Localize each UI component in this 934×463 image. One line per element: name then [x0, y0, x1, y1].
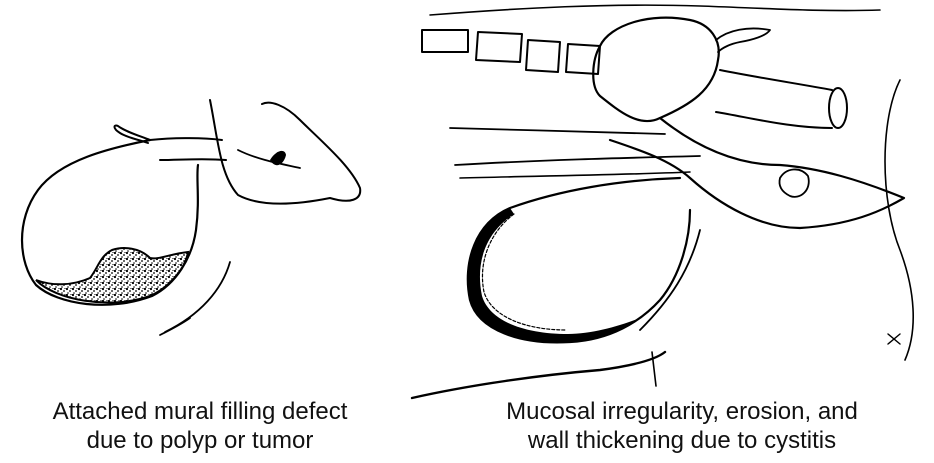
right-segmented-bowel	[422, 30, 600, 74]
right-figure-drawing	[412, 5, 913, 398]
left-bowel-loop	[210, 100, 360, 204]
right-bottom-line	[412, 352, 665, 398]
left-polyp-filling-defect	[36, 248, 188, 302]
right-edge-curve	[885, 80, 913, 360]
right-tube	[716, 70, 832, 128]
right-gallbladder-outline	[468, 178, 690, 342]
right-mucosal-irregularity	[482, 214, 566, 330]
caption-right: Mucosal irregularity, erosion, and wall …	[430, 397, 934, 455]
right-duct-bud	[716, 28, 770, 52]
right-erosion-mark	[779, 169, 808, 196]
caption-left: Attached mural filling defect due to pol…	[0, 397, 400, 455]
left-dark-spot	[270, 151, 286, 165]
right-tube-end	[829, 88, 847, 128]
right-edge-x	[888, 334, 900, 344]
caption-right-line2: wall thickening due to cystitis	[430, 426, 934, 455]
caption-left-line1: Attached mural filling defect	[0, 397, 400, 426]
caption-right-line1: Mucosal irregularity, erosion, and	[430, 397, 934, 426]
left-bowel-inner	[238, 150, 300, 168]
left-cystic-duct	[150, 138, 226, 160]
caption-left-line2: due to polyp or tumor	[0, 426, 400, 455]
right-horizontal-line-1	[450, 128, 665, 134]
left-figure-drawing	[22, 100, 360, 335]
right-top-border	[430, 5, 880, 15]
right-thickened-wall	[468, 208, 640, 342]
left-lower-line-2	[160, 318, 190, 335]
right-lower-line-1	[640, 230, 700, 330]
right-horizontal-line-3	[460, 172, 690, 178]
right-upper-organ	[593, 18, 719, 121]
